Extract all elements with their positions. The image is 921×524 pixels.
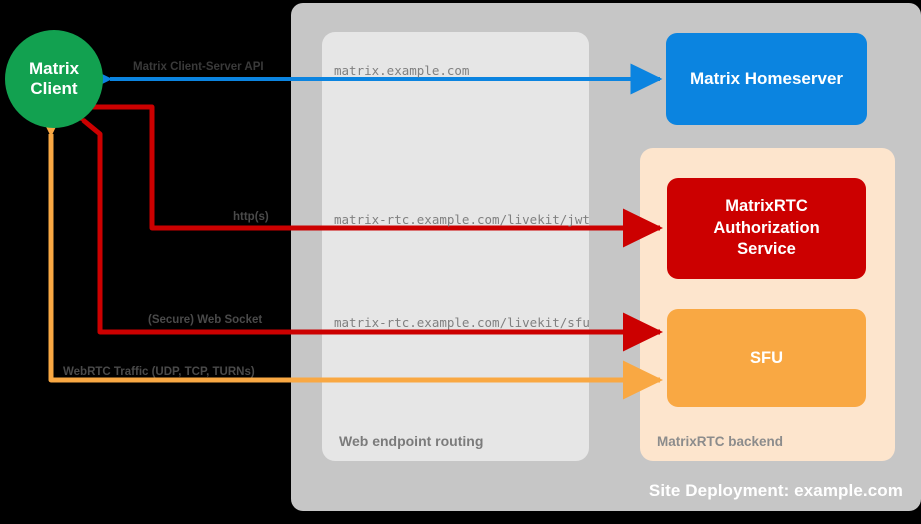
matrix-client-line2: Client (30, 79, 78, 98)
protocol-label-web-socket: (Secure) Web Socket (148, 314, 263, 326)
protocol-label-https: http(s) (233, 211, 269, 223)
site-deployment-label: Site Deployment: example.com (648, 481, 903, 500)
wire-webrtc-media (31, 96, 663, 400)
sfu-label: SFU (750, 348, 783, 367)
protocol-label-client-server-api: Matrix Client-Server API (133, 61, 264, 73)
wire-livekit-jwt (54, 87, 663, 248)
endpoint-sfu-url: matrix-rtc.example.com/livekit/sfu (334, 315, 590, 330)
node-matrix-homeserver[interactable]: Matrix Homeserver (666, 33, 867, 125)
auth-service-line2: Authorization (713, 218, 820, 237)
node-matrix-client[interactable]: Matrix Client (5, 30, 103, 128)
endpoint-homeserver-url: matrix.example.com (334, 63, 470, 78)
node-matrixrtc-authorization-service[interactable]: MatrixRTC Authorization Service (667, 178, 866, 279)
matrixrtc-backend-label: MatrixRTC backend (657, 434, 784, 449)
web-endpoint-routing-label: Web endpoint routing (339, 433, 484, 449)
auth-service-line3: Service (737, 240, 796, 259)
node-sfu[interactable]: SFU (667, 309, 866, 407)
matrix-homeserver-label: Matrix Homeserver (689, 69, 844, 88)
endpoint-jwt-url: matrix-rtc.example.com/livekit/jwt (334, 212, 590, 227)
matrix-client-line1: Matrix (28, 58, 80, 78)
auth-service-line1: MatrixRTC (725, 197, 808, 216)
protocol-label-webrtc-traffic: WebRTC Traffic (UDP, TCP, TURNs) (63, 366, 255, 378)
